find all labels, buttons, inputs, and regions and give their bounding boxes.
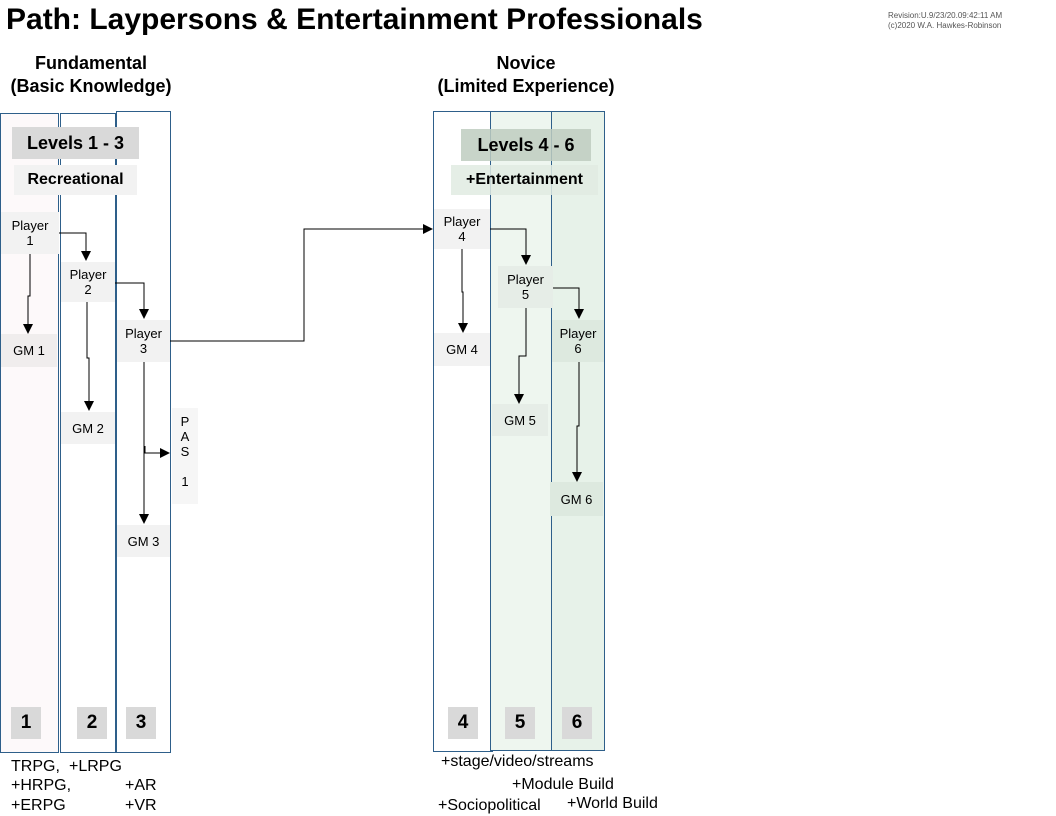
note-erpg: +ERPG <box>11 797 66 814</box>
page-title: Path: Laypersons & Entertainment Profess… <box>6 3 703 36</box>
player-6-number: 6 <box>574 341 582 356</box>
note-sociopolitical: +Sociopolitical <box>438 797 541 814</box>
arrow-player5-to-gm5 <box>514 308 527 404</box>
gm-1-box: GM 1 <box>1 334 57 367</box>
player-1-label: Player <box>11 218 49 233</box>
level-number-6: 6 <box>562 707 592 739</box>
player-1-number: 1 <box>26 233 34 248</box>
level-number-1: 1 <box>11 707 41 739</box>
level-column-2 <box>60 113 116 753</box>
level-number-3: 3 <box>126 707 156 739</box>
arrow-player2-to-gm2 <box>84 302 94 411</box>
player-3-box: Player 3 <box>117 320 170 362</box>
level-column-6 <box>551 111 605 751</box>
player-4-number: 4 <box>458 229 466 244</box>
arrow-player2-to-player3 <box>115 282 149 319</box>
levels-4-6-label: Levels 4 - 6 <box>461 129 591 161</box>
pas-char-p: P <box>180 414 190 429</box>
arrow-player4-to-player5 <box>490 228 531 265</box>
note-hrpg: +HRPG, <box>11 777 72 794</box>
player-2-box: Player 2 <box>61 262 115 302</box>
arrow-player4-to-gm4 <box>458 249 468 333</box>
arrow-player6-to-gm6 <box>572 362 582 482</box>
gm-6-box: GM 6 <box>550 482 603 516</box>
level-number-4: 4 <box>448 707 478 739</box>
note-lrpg: +LRPG <box>69 758 122 775</box>
note-stage-video: +stage/video/streams <box>441 753 594 770</box>
stage-fundamental: Fundamental (Basic Knowledge) <box>0 52 182 98</box>
player-3-number: 3 <box>139 341 148 356</box>
pas-char-1: 1 <box>181 474 189 489</box>
level-number-2: 2 <box>77 707 107 739</box>
stage-novice: Novice (Limited Experience) <box>424 52 628 98</box>
recreational-label: Recreational <box>14 165 137 195</box>
player-4-label: Player <box>443 214 481 229</box>
arrow-player3-to-player4 <box>170 224 433 342</box>
arrow-player1-to-player2 <box>59 232 91 261</box>
pas-char-s: S <box>180 444 190 459</box>
note-world-build: +World Build <box>567 795 658 812</box>
arrow-player5-to-player6 <box>553 287 584 319</box>
player-5-label: Player <box>507 272 544 287</box>
pas-1-box: P A S 1 <box>172 408 198 504</box>
level-number-5: 5 <box>505 707 535 739</box>
player-1-box: Player 1 <box>1 212 59 254</box>
player-3-label: Player <box>125 326 162 341</box>
player-6-label: Player <box>559 326 597 341</box>
level-column-3 <box>116 111 171 753</box>
stage-fundamental-title: Fundamental <box>34 53 147 73</box>
entertainment-label: +Entertainment <box>451 165 598 195</box>
gm-3-box: GM 3 <box>117 525 170 557</box>
player-6-box: Player 6 <box>552 320 604 362</box>
player-5-number: 5 <box>521 287 530 302</box>
note-trpg: TRPG, <box>11 758 60 775</box>
arrow-player1-to-gm1 <box>23 254 33 334</box>
stage-fundamental-subtitle: (Basic Knowledge) <box>10 76 172 96</box>
stage-novice-title: Novice <box>496 53 556 73</box>
player-4-box: Player 4 <box>434 209 490 249</box>
player-2-label: Player <box>69 267 107 282</box>
player-2-number: 2 <box>84 282 92 297</box>
player-5-box: Player 5 <box>498 266 553 308</box>
note-module-build: +Module Build <box>512 776 614 793</box>
levels-1-3-label: Levels 1 - 3 <box>12 127 139 159</box>
note-vr: +VR <box>125 797 157 814</box>
note-ar: +AR <box>125 777 157 794</box>
revision-info: Revision:U.9/23/20.09:42:11 AM (c)2020 W… <box>888 11 1002 31</box>
gm-2-box: GM 2 <box>61 412 115 444</box>
gm-4-box: GM 4 <box>434 333 490 366</box>
copyright-text: (c)2020 W.A. Hawkes-Robinson <box>888 21 1002 30</box>
pas-char-a: A <box>180 429 190 444</box>
arrow-player3-to-pas1 <box>144 446 170 458</box>
revision-text: Revision:U.9/23/20.09:42:11 AM <box>888 11 1003 20</box>
gm-5-box: GM 5 <box>492 404 548 436</box>
stage-novice-subtitle: (Limited Experience) <box>437 76 615 96</box>
